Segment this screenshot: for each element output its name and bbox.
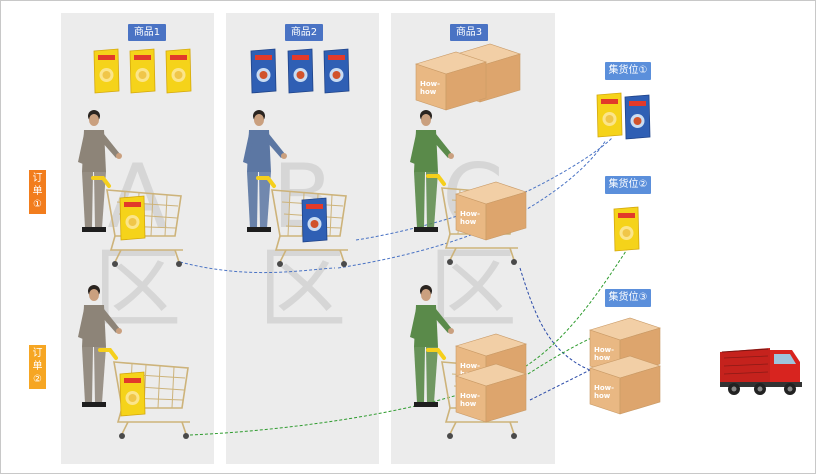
zone-a-products [93,48,192,94]
cart-c-top-item [455,181,527,241]
cart-a-top-item [119,195,146,241]
cart-a-bottom-item [119,371,146,417]
zone-b: B 区 [226,13,379,464]
zone-c-products [415,43,521,111]
zone-c-tag: 商品3 [450,24,488,41]
cart-b-top-item [301,197,328,243]
order-1-paths [179,137,613,401]
hub-1-goods [596,92,651,140]
hub-2-goods [613,206,640,252]
hub-1-tag: 集货位① [605,62,651,80]
zone-b-products [250,48,350,94]
zone-b-tag: 商品2 [285,24,323,41]
worker-a-bottom [78,285,122,407]
cart-a-bottom [98,348,192,441]
hub-2-tag: 集货位② [605,176,651,194]
worker-c-top [410,110,454,232]
hub-3-goods [589,317,661,415]
truck-icon [720,348,802,395]
zone-a-tag: 商品1 [128,24,166,41]
zone-b-letter-qu: 区 [258,237,347,340]
order-2-paths [189,244,631,436]
cart-c-bottom-item-2 [455,363,527,423]
worker-b-top [243,110,287,232]
hub-3-tag: 集货位③ [605,289,651,307]
zone-c-letter-qu: 区 [428,237,517,340]
worker-a-top [78,110,122,232]
